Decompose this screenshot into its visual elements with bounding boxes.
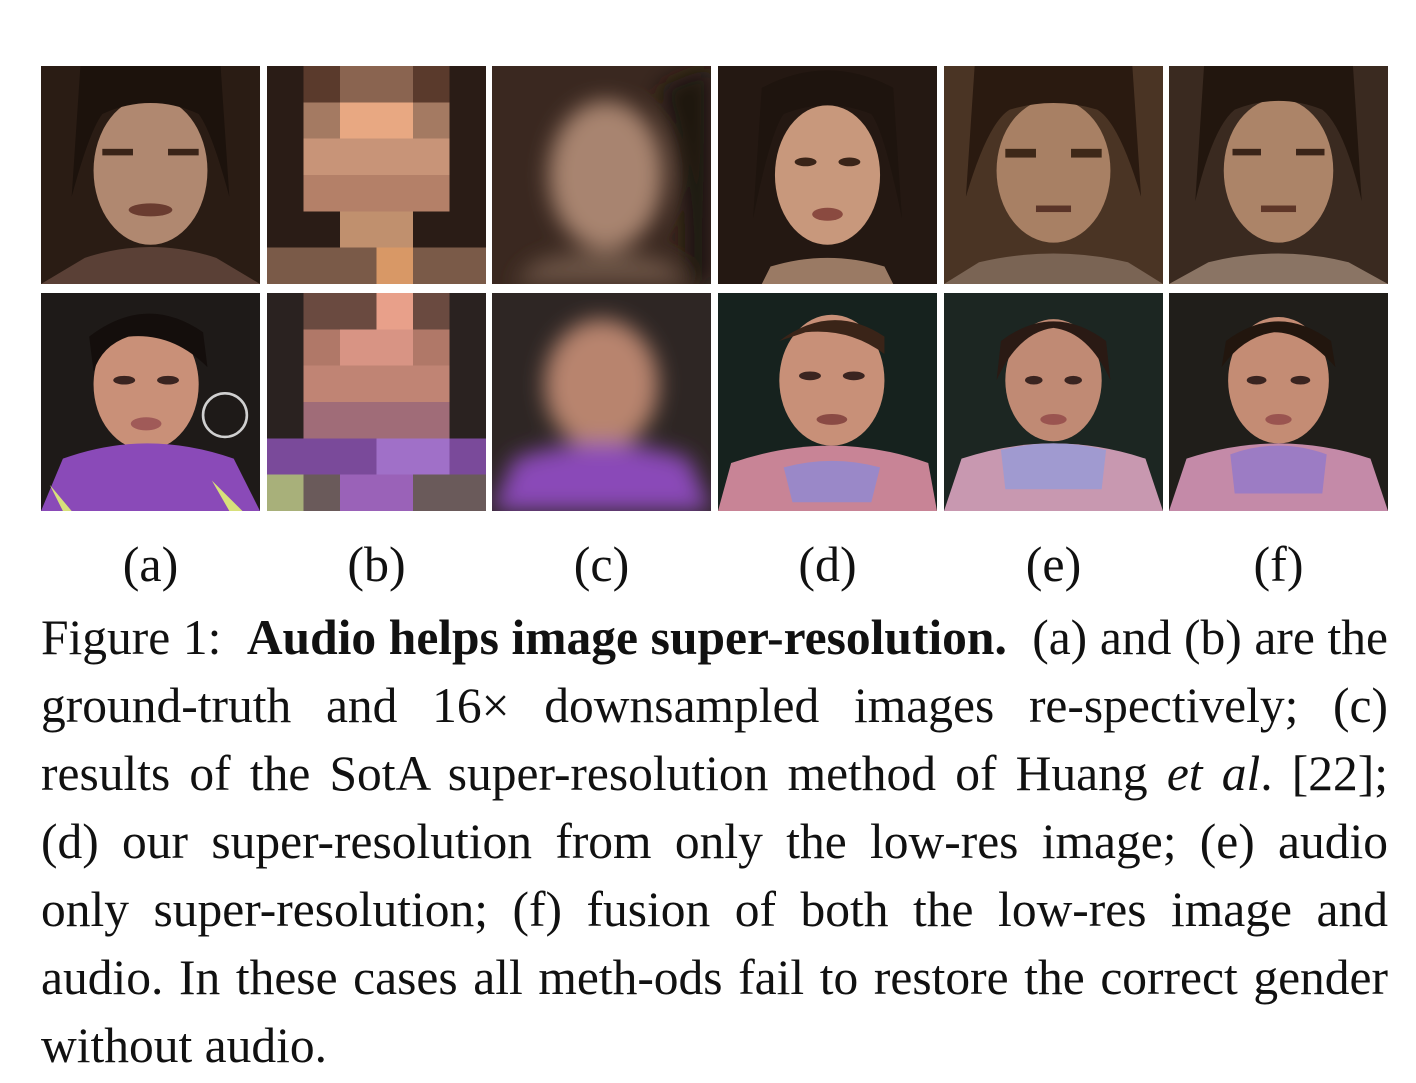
photo-r2-a-ground-truth xyxy=(41,293,260,511)
panel-label-c: (c) xyxy=(573,536,630,592)
figure-image-grid xyxy=(41,66,1388,512)
panel-label-e: (e) xyxy=(1025,536,1082,592)
photo-r1-e-audio-only xyxy=(944,66,1163,284)
caption-text-part2: . [22]; (d) our super-resolution from on… xyxy=(41,746,1388,1073)
photo-r2-d-image-only xyxy=(718,293,937,511)
caption-title: Audio helps image super-resolution. xyxy=(246,610,1007,665)
photo-r1-d-image-only xyxy=(718,66,937,284)
photo-r1-a-ground-truth xyxy=(41,66,260,284)
photo-r2-b-downsampled xyxy=(267,293,486,511)
caption-et-al: et al xyxy=(1166,746,1261,801)
photo-r2-e-audio-only xyxy=(944,293,1163,511)
photo-r2-f-fusion xyxy=(1169,293,1388,511)
photo-r1-b-downsampled xyxy=(267,66,486,284)
panel-label-d: (d) xyxy=(798,536,857,592)
figure-caption: Figure 1: Audio helps image super-resolu… xyxy=(41,604,1388,1080)
panel-label-f: (f) xyxy=(1253,536,1304,592)
figure-label: Figure 1: xyxy=(41,610,222,665)
photo-r1-f-fusion xyxy=(1169,66,1388,284)
panel-label-a: (a) xyxy=(122,536,179,592)
caption-text-part1: (a) and (b) are the ground-truth and 16×… xyxy=(41,610,1388,801)
photo-r1-c-huang-result xyxy=(492,66,711,284)
photo-r2-c-huang-result xyxy=(492,293,711,511)
panel-label-b: (b) xyxy=(347,536,406,592)
